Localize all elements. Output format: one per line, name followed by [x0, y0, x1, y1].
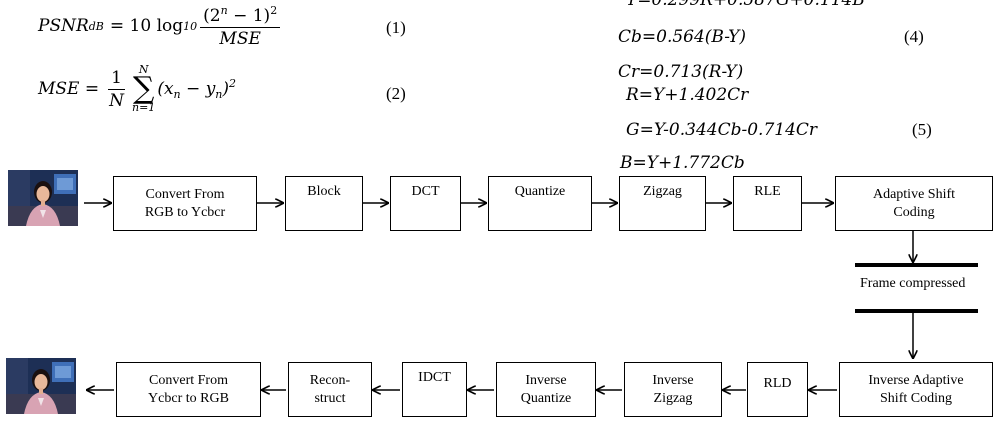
box-label: RLD — [763, 376, 792, 391]
box-label-line1: Inverse — [652, 372, 694, 388]
b-equation: B=Y+1.772Cb — [620, 153, 745, 173]
psnr-fraction: (2n − 1)2 MSE — [200, 3, 281, 49]
mse-equation: MSE = 1 N N ∑ n=1 (xn − yn)2 — [38, 58, 236, 120]
eq1-number: (1) — [386, 18, 406, 37]
eq5-number: (5) — [912, 120, 932, 139]
box-label-line1: Convert From — [149, 372, 228, 388]
box-label: IDCT — [418, 370, 451, 385]
box-label-line2: RGB to Ycbcr — [144, 204, 226, 220]
anchor-image-icon — [8, 170, 78, 226]
box-label-line1: Adaptive Shift — [872, 186, 956, 202]
mse-term: (xn − yn)2 — [157, 77, 236, 101]
box-label: DCT — [411, 184, 440, 199]
mse-term-exp: 2 — [229, 77, 237, 90]
box-label-line1: Recon- — [309, 372, 351, 388]
mse-fraction: 1 N — [106, 68, 127, 111]
dct-box: DCT — [390, 176, 461, 231]
box-label-line2: Shift Coding — [880, 390, 952, 406]
psnr-num-exp-n: n — [220, 3, 228, 17]
psnr-num-base: (2 — [203, 5, 221, 26]
box-label-line1: Inverse — [525, 372, 567, 388]
frame-compressed-label: Frame compressed — [860, 276, 966, 291]
mse-term-x-sub: n — [173, 88, 181, 101]
block-box: Block — [285, 176, 363, 231]
box-label-line1: Convert From — [145, 186, 225, 202]
box-label-line2: struct — [314, 390, 346, 406]
reconstruct-box: Recon-struct — [288, 362, 372, 417]
rld-box: RLD — [747, 362, 808, 417]
mse-term-x: (x — [157, 79, 174, 99]
input-frame-image — [8, 170, 78, 226]
psnr-rhs-prefix: = 10 log — [109, 16, 184, 36]
r-equation: R=Y+1.402Cr — [626, 85, 749, 105]
psnr-num-exp-2: 2 — [270, 3, 278, 17]
mse-term-y-sub: n — [215, 88, 223, 101]
psnr-log-base: 10 — [183, 19, 198, 33]
sigma-icon: ∑ — [132, 71, 155, 106]
box-label: Zigzag — [643, 184, 682, 199]
sum-lower-limit: n=1 — [132, 101, 156, 114]
zigzag-box: Zigzag — [619, 176, 706, 231]
summation: N ∑ n=1 — [132, 64, 155, 114]
g-equation: G=Y-0.344Cb-0.714Cr — [626, 120, 818, 140]
psnr-lhs-subscript: dB — [88, 19, 104, 33]
mse-term-end: ) — [222, 79, 230, 99]
box-label: Quantize — [514, 184, 566, 199]
idct-box: IDCT — [402, 362, 467, 417]
cr-equation: Cr=0.713(R-Y) — [618, 62, 744, 82]
psnr-numerator: (2n − 1)2 — [200, 3, 281, 28]
box-label-line2: Zigzag — [653, 390, 693, 406]
box-label: RLE — [754, 184, 781, 199]
box-label-line2: Quantize — [520, 390, 572, 406]
psnr-lhs: PSNR — [38, 16, 89, 36]
psnr-denominator: MSE — [219, 28, 261, 49]
eq2-number: (2) — [386, 84, 406, 103]
quantize-box: Quantize — [488, 176, 592, 231]
anchor-image-icon — [6, 358, 76, 414]
psnr-num-rest: − 1) — [227, 5, 271, 26]
output-frame-image — [6, 358, 76, 414]
mse-lhs: MSE = — [38, 79, 100, 99]
mse-frac-num: 1 — [108, 68, 125, 90]
mse-frac-den: N — [109, 90, 124, 111]
y-equation: Y=0.299R+0.587G+0.114B — [626, 0, 865, 10]
box-label-line1: Inverse Adaptive — [868, 372, 964, 388]
rle-box: RLE — [733, 176, 802, 231]
sum-upper-limit: N — [138, 63, 149, 76]
box-label-line2: Coding — [893, 204, 935, 220]
box-label: Block — [307, 184, 341, 199]
eq4-number: (4) — [904, 27, 924, 46]
cb-equation: Cb=0.564(B-Y) — [618, 27, 746, 47]
box-label-line2: Ycbcr to RGB — [148, 390, 229, 406]
mse-term-y: − y — [180, 79, 216, 99]
